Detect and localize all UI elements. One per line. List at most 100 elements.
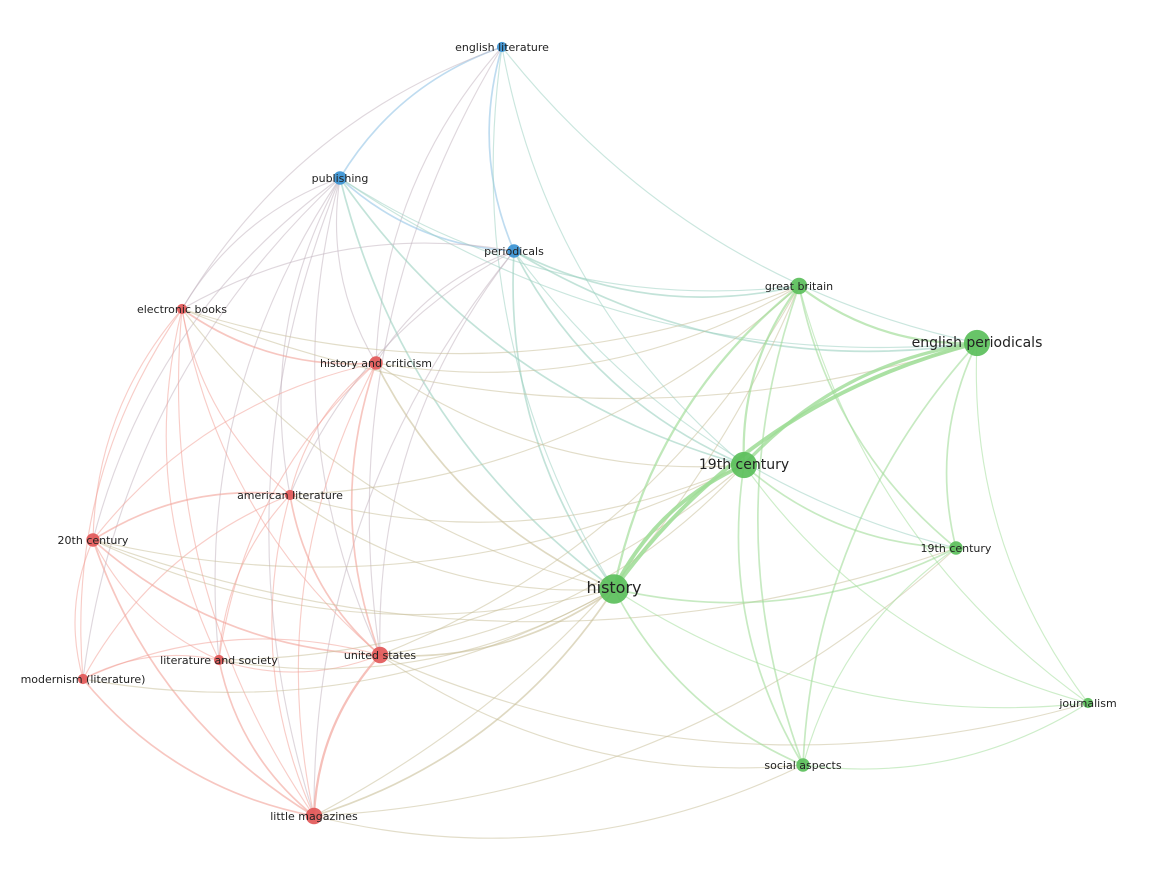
edge-american-literature-modernism-literature [82,494,291,680]
edge-20th-century-19th-century-major [92,464,745,568]
edge-layer [74,46,1089,839]
edge-literature-and-society-19th-century-major [218,464,745,661]
edge-electronic-books-20th-century [92,308,183,541]
label-layer: english literaturepublishingperiodicalse… [21,41,1117,823]
node-19th-century-minor[interactable] [949,541,963,555]
node-label-19th-century-minor: 19th century [921,542,992,555]
node-label-history: history [586,578,641,597]
node-publishing[interactable] [333,171,347,185]
edge-publishing-little-magazines [268,177,341,817]
node-label-social-aspects: social aspects [764,759,841,772]
edge-19th-century-major-social-aspects [737,464,804,766]
edge-electronic-books-history-and-criticism [181,308,377,365]
edge-little-magazines-social-aspects [313,764,804,839]
node-label-english-periodicals: english periodicals [912,335,1043,351]
node-label-journalism: journalism [1058,697,1116,710]
edge-united-states-little-magazines [312,654,381,817]
edge-electronic-books-modernism-literature [80,308,183,680]
node-periodicals[interactable] [507,244,521,258]
node-label-literature-and-society: literature and society [160,654,278,667]
edge-literature-and-society-united-states [218,654,381,673]
node-united-states[interactable] [371,646,389,664]
edge-great-britain-19th-century-minor [798,285,957,549]
edge-publishing-american-literature [280,177,341,496]
edge-english-literature-history [492,46,615,590]
node-19th-century-major[interactable] [730,451,758,479]
edge-great-britain-history [612,285,800,590]
edge-american-literature-20th-century [92,491,291,541]
edge-american-literature-literature-and-society [218,494,291,661]
edge-united-states-19th-century-major [379,464,745,656]
edge-history-social-aspects [613,588,804,766]
node-label-great-britain: great britain [765,280,833,293]
node-journalism[interactable] [1082,697,1094,709]
edge-history-and-criticism-19th-century-major [375,362,745,468]
edge-american-literature-united-states [289,494,381,656]
node-layer [77,41,1094,825]
edge-electronic-books-united-states [181,308,381,656]
edge-periodicals-united-states [379,250,515,656]
edge-american-literature-history [289,494,615,591]
node-american-literature[interactable] [284,489,296,501]
edge-periodicals-electronic-books [181,242,515,310]
edge-english-literature-periodicals [488,46,515,252]
edge-modernism-literature-history [82,588,615,693]
node-label-20th-century: 20th century [58,534,129,547]
edge-united-states-history [379,588,615,657]
edge-united-states-social-aspects [379,654,804,769]
edge-publishing-19th-century-major [339,177,745,466]
edge-20th-century-19th-century-minor [92,539,957,623]
node-history-and-criticism[interactable] [369,356,383,370]
node-label-history-and-criticism: history and criticism [320,357,432,370]
edge-literature-and-society-little-magazines [218,659,315,817]
edge-english-literature-united-states [368,46,503,656]
edge-periodicals-american-literature [289,250,515,496]
edge-english-literature-english-periodicals [501,46,978,344]
node-english-literature[interactable] [496,41,508,53]
edge-publishing-periodicals [339,177,515,252]
edge-history-and-criticism-20th-century [92,362,377,541]
edge-publishing-electronic-books [181,177,341,310]
edge-english-periodicals-19th-century-major [742,341,978,467]
edge-20th-century-history [92,539,615,616]
edge-history-and-criticism-literature-and-society [218,362,377,661]
edge-publishing-literature-and-society [214,177,341,661]
node-history[interactable] [599,574,629,604]
edge-great-britain-journalism [798,285,1089,704]
edge-great-britain-english-periodicals [798,285,978,345]
edge-english-literature-history-and-criticism [375,46,503,364]
node-label-united-states: united states [344,649,416,662]
edge-little-magazines-19th-century-minor [313,547,957,817]
edge-electronic-books-literature-and-society [165,308,220,661]
node-little-magazines[interactable] [305,807,323,825]
node-literature-and-society[interactable] [213,654,225,666]
node-social-aspects[interactable] [796,758,810,772]
edge-american-literature-great-britain [289,285,800,496]
node-modernism-literature[interactable] [77,673,89,685]
edge-little-magazines-history [313,588,615,817]
edge-periodicals-19th-century-minor [513,250,957,549]
edge-publishing-great-britain [339,177,800,292]
node-20th-century[interactable] [86,533,100,547]
edge-periodicals-english-periodicals [513,250,978,353]
edge-english-periodicals-19th-century-minor [945,342,978,549]
edge-history-and-criticism-history [375,362,615,590]
edge-great-britain-19th-century-major [742,285,800,466]
edge-united-states-modernism-literature [82,638,381,680]
edge-united-states-journalism [379,654,1089,746]
edge-publishing-history-and-criticism [335,177,377,364]
edge-history-and-criticism-great-britain [375,285,800,373]
edge-great-britain-social-aspects [757,285,804,766]
edge-publishing-20th-century [92,177,341,541]
edge-english-literature-electronic-books [181,46,503,310]
edge-publishing-united-states [314,177,381,656]
edge-electronic-books-little-magazines [177,308,315,817]
node-electronic-books[interactable] [176,303,188,315]
node-english-periodicals[interactable] [963,329,991,357]
node-great-britain[interactable] [790,277,808,295]
edge-english-periodicals-social-aspects [802,342,978,766]
edge-history-journalism [613,588,1089,709]
edge-19th-century-major-history [612,463,745,590]
